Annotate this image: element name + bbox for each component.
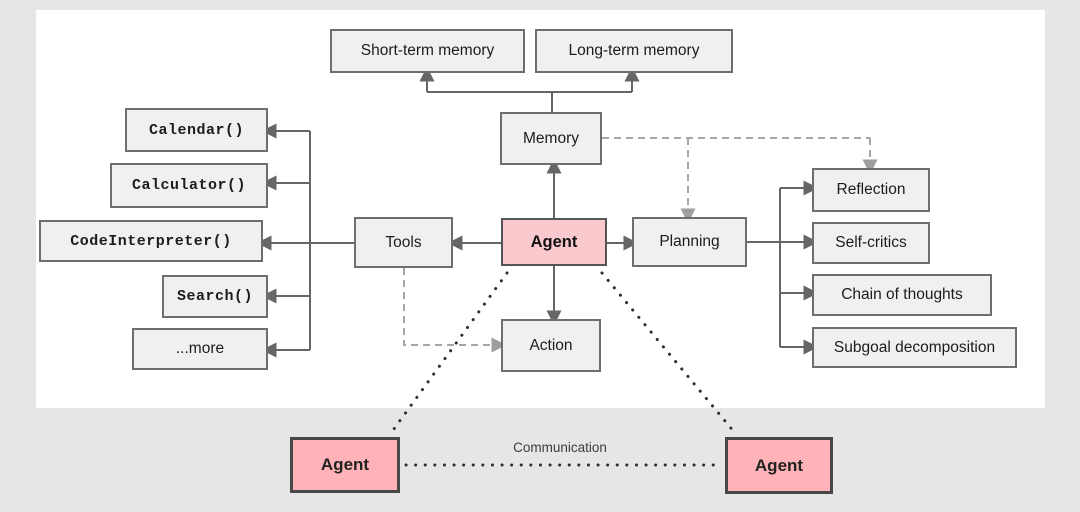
node-planning: Planning [632, 217, 747, 267]
node-chain-of-thoughts: Chain of thoughts [812, 274, 992, 316]
node-subgoal-decomposition: Subgoal decomposition [812, 327, 1017, 368]
communication-label: Communication [513, 440, 607, 455]
node-calculator-tool: Calculator() [110, 163, 268, 208]
dashed-arrow-tools-to-action [403, 268, 507, 353]
dotted-agent-to-left-agent [389, 271, 509, 435]
node-more-tools: ...more [132, 328, 268, 370]
tools-trunk-line [309, 131, 354, 350]
node-self-critics: Self-critics [812, 222, 930, 264]
planning-trunk-line [747, 188, 781, 347]
node-agent-bottom-right: Agent [725, 437, 833, 494]
node-reflection: Reflection [812, 168, 930, 212]
node-action: Action [501, 319, 601, 372]
node-long-term-memory: Long-term memory [535, 29, 733, 73]
node-search-tool: Search() [162, 275, 268, 318]
solid-arrows [256, 66, 819, 358]
node-calendar-tool: Calendar() [125, 108, 268, 152]
node-code-interpreter-tool: CodeInterpreter() [39, 220, 263, 262]
memory-split-line [427, 91, 632, 112]
dotted-links [389, 271, 737, 467]
node-agent-bottom-left: Agent [290, 437, 400, 493]
node-short-term-memory: Short-term memory [330, 29, 525, 73]
node-tools: Tools [354, 217, 453, 268]
dashed-arrows [403, 137, 878, 353]
dotted-agent-to-right-agent [600, 271, 737, 435]
node-agent: Agent [501, 218, 607, 266]
node-memory: Memory [500, 112, 602, 165]
